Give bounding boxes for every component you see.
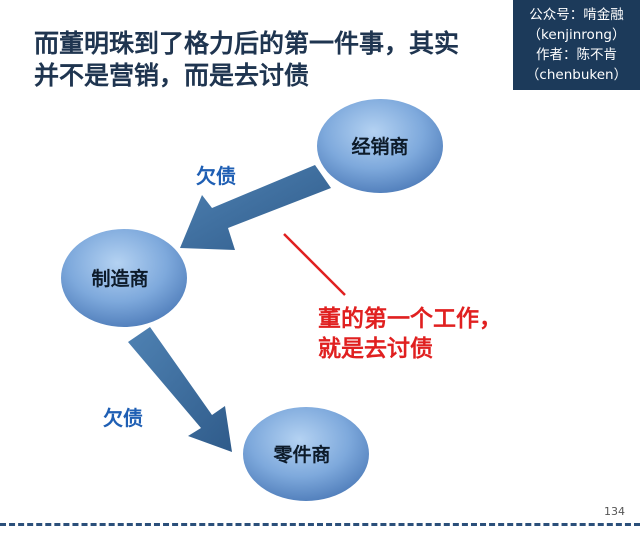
callout-line-2: 就是去讨债 <box>318 336 433 362</box>
callout-text: 董的第一个工作， 就是去讨债 <box>318 304 502 364</box>
node-manufacturer-label: 制造商 <box>91 267 148 290</box>
node-dealer-label: 经销商 <box>351 135 408 158</box>
arrow-manufacturer-to-parts <box>128 327 232 452</box>
slide-title: 而董明珠到了格力后的第一件事，其实 并不是营销，而是去讨债 <box>34 28 504 92</box>
callout-line-1: 董的第一个工作， <box>318 306 502 332</box>
node-dealer: 经销商 <box>315 97 445 195</box>
footer-divider <box>0 523 640 526</box>
edge-label-manufacturer-debt: 欠债 <box>103 406 143 430</box>
callout-pointer-line <box>283 233 346 296</box>
badge-line-3: 作者：陈不肯 <box>536 47 617 63</box>
page-number: 134 <box>604 505 625 518</box>
title-line-2: 并不是营销，而是去讨债 <box>34 61 310 90</box>
badge-line-2: （kenjinrong） <box>527 27 626 43</box>
node-parts-supplier: 零件商 <box>241 405 371 503</box>
node-manufacturer: 制造商 <box>59 227 189 329</box>
arrow-dealer-to-manufacturer <box>180 165 331 250</box>
title-line-1: 而董明珠到了格力后的第一件事，其实 <box>34 29 460 58</box>
edge-label-dealer-debt: 欠债 <box>196 164 236 188</box>
node-parts-supplier-label: 零件商 <box>272 443 330 466</box>
badge-line-1: 公众号：啃金融 <box>529 7 624 23</box>
author-badge: 公众号：啃金融 （kenjinrong） 作者：陈不肯 （chenbuken） <box>513 0 640 90</box>
badge-line-4: （chenbuken） <box>525 67 628 83</box>
